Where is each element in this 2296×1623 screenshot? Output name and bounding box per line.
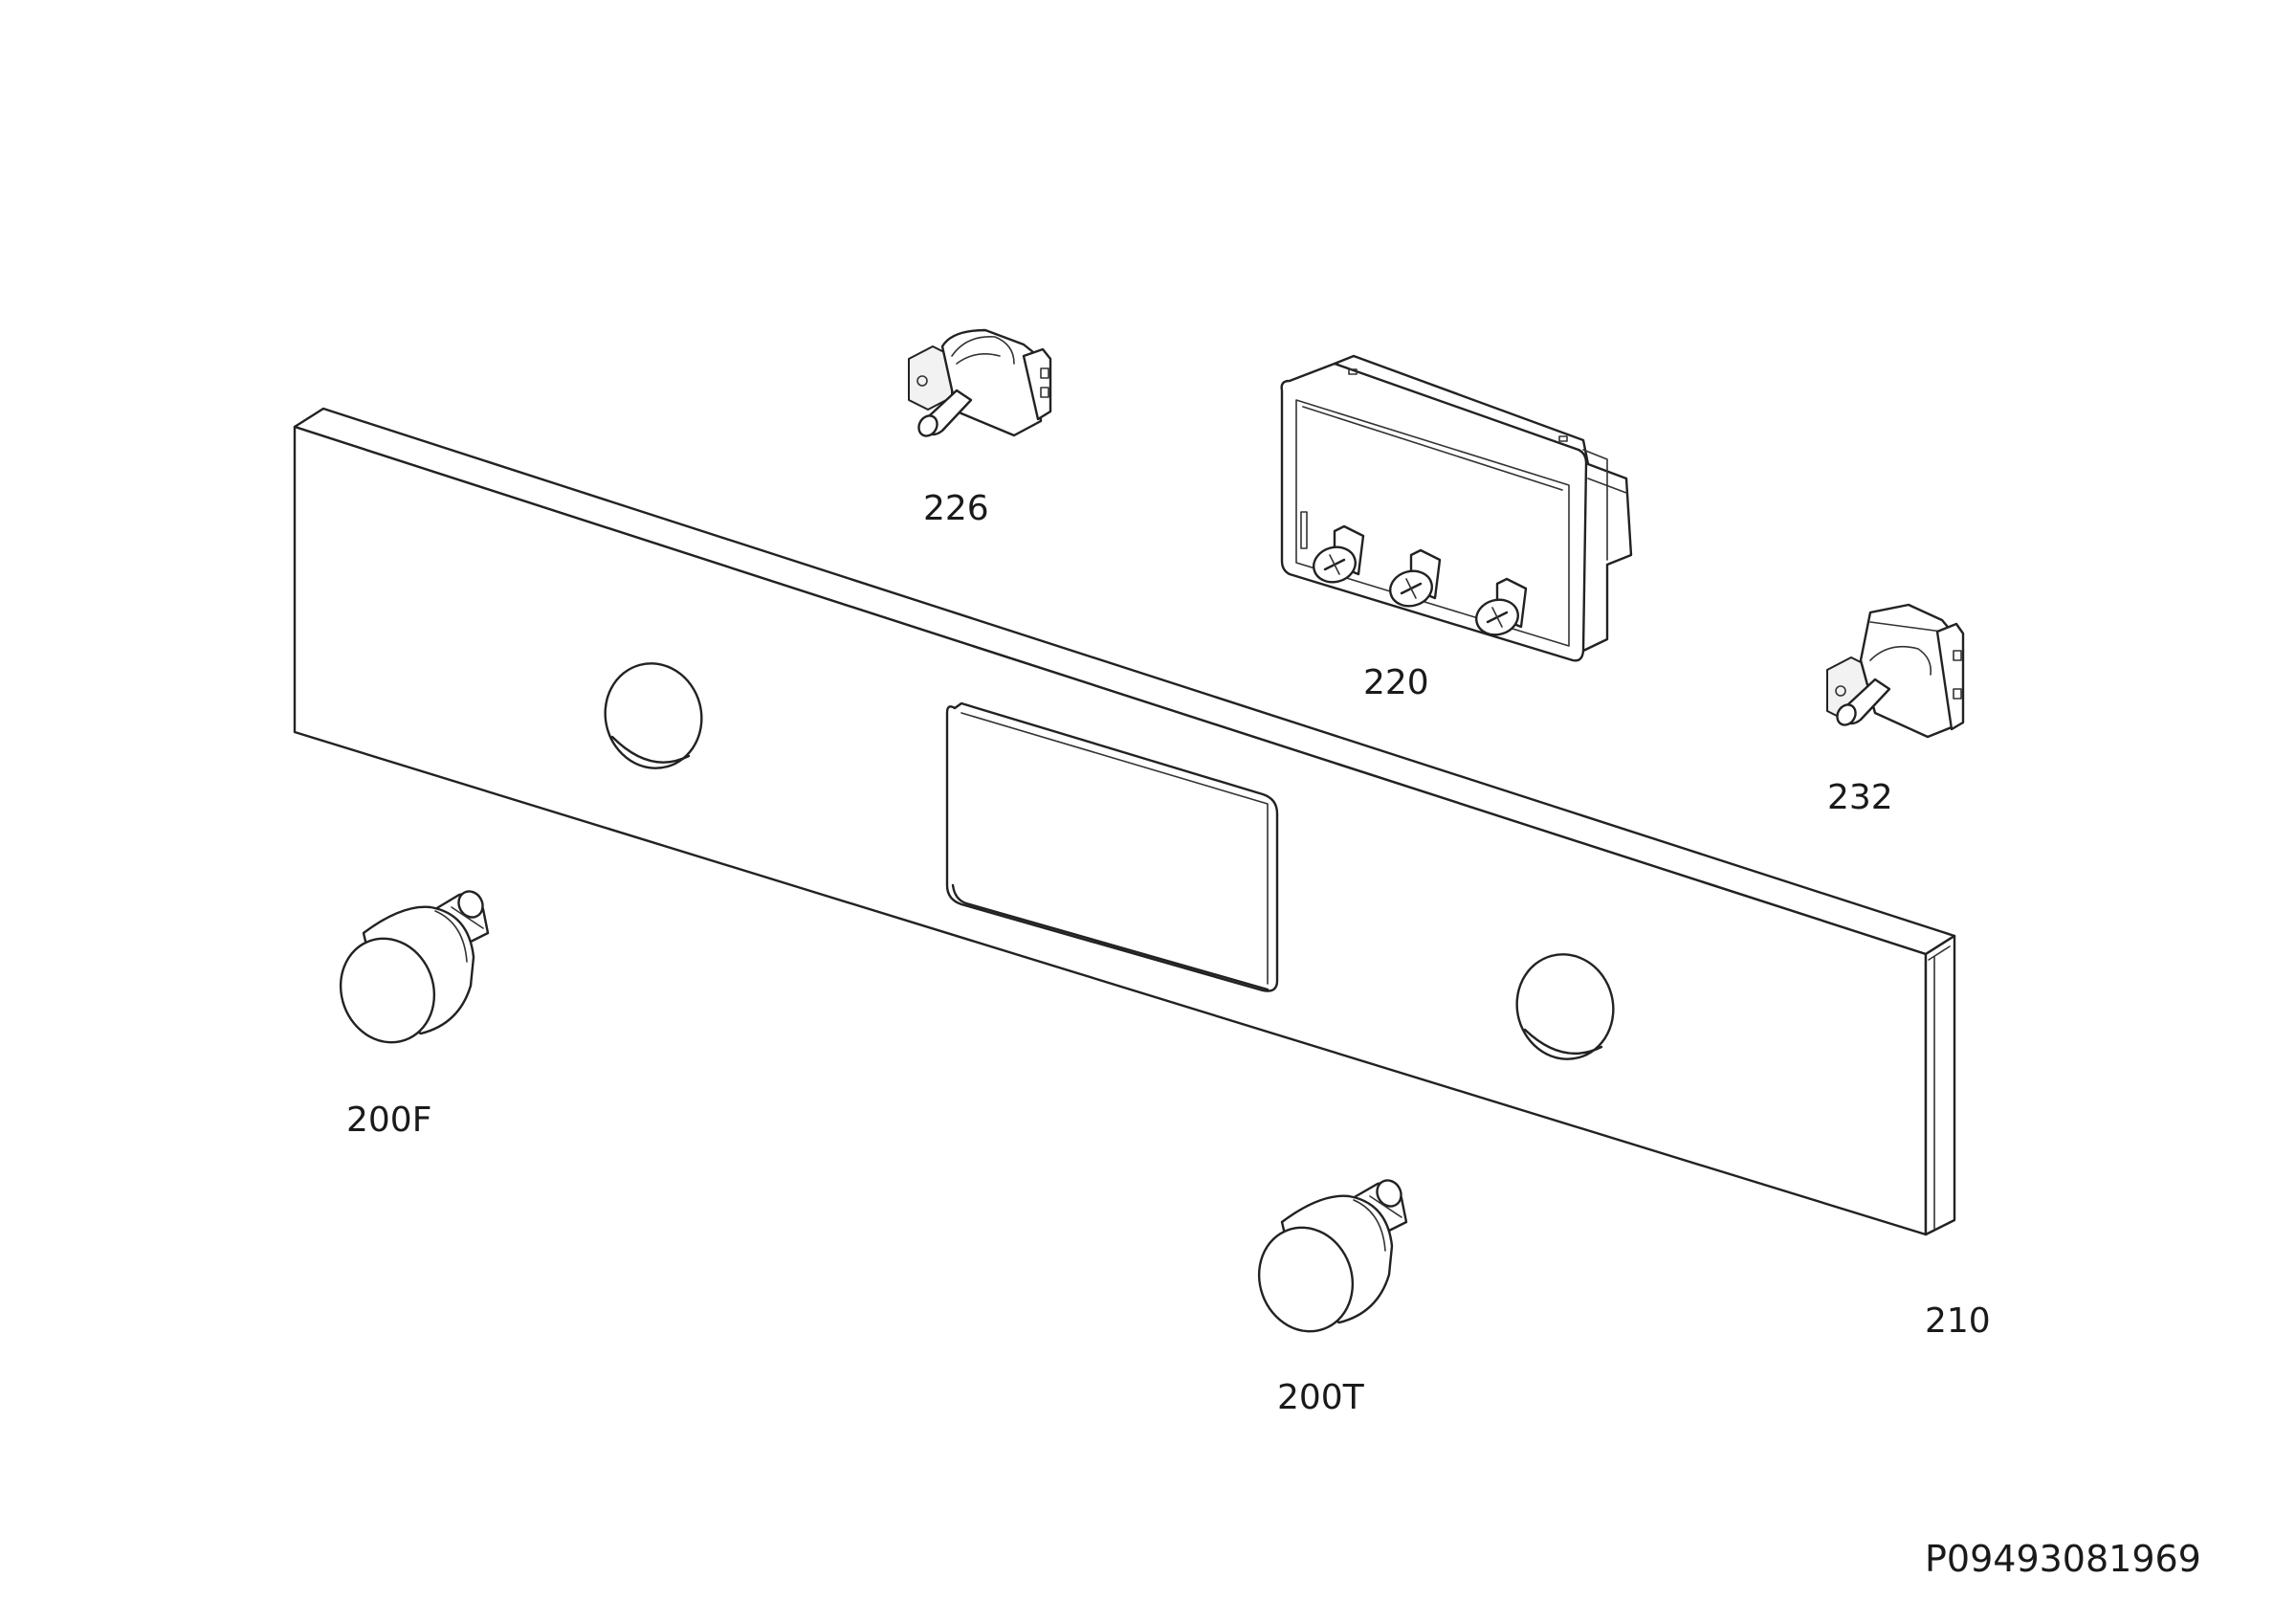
knob-hole-left xyxy=(604,662,703,769)
display-window xyxy=(945,701,1279,992)
label-220: 220 xyxy=(1363,663,1429,702)
knob-200F xyxy=(339,890,490,1044)
switch-232 xyxy=(1826,603,1965,739)
drawing-reference: P09493081969 xyxy=(1925,1538,2201,1580)
control-panel-210 xyxy=(293,407,1956,1236)
timer-button-3 xyxy=(1475,577,1528,636)
label-200F: 200F xyxy=(346,1101,431,1140)
timer-button-1 xyxy=(1313,524,1365,584)
label-232: 232 xyxy=(1827,778,1893,817)
timer-button-2 xyxy=(1389,548,1442,608)
label-226: 226 xyxy=(923,489,989,528)
knob-hole-right xyxy=(1515,953,1615,1060)
switch-226 xyxy=(908,328,1052,437)
label-200T: 200T xyxy=(1277,1378,1365,1417)
knob-200T xyxy=(1257,1179,1408,1333)
timer-module-220 xyxy=(1280,354,1633,662)
label-210: 210 xyxy=(1925,1301,1991,1341)
